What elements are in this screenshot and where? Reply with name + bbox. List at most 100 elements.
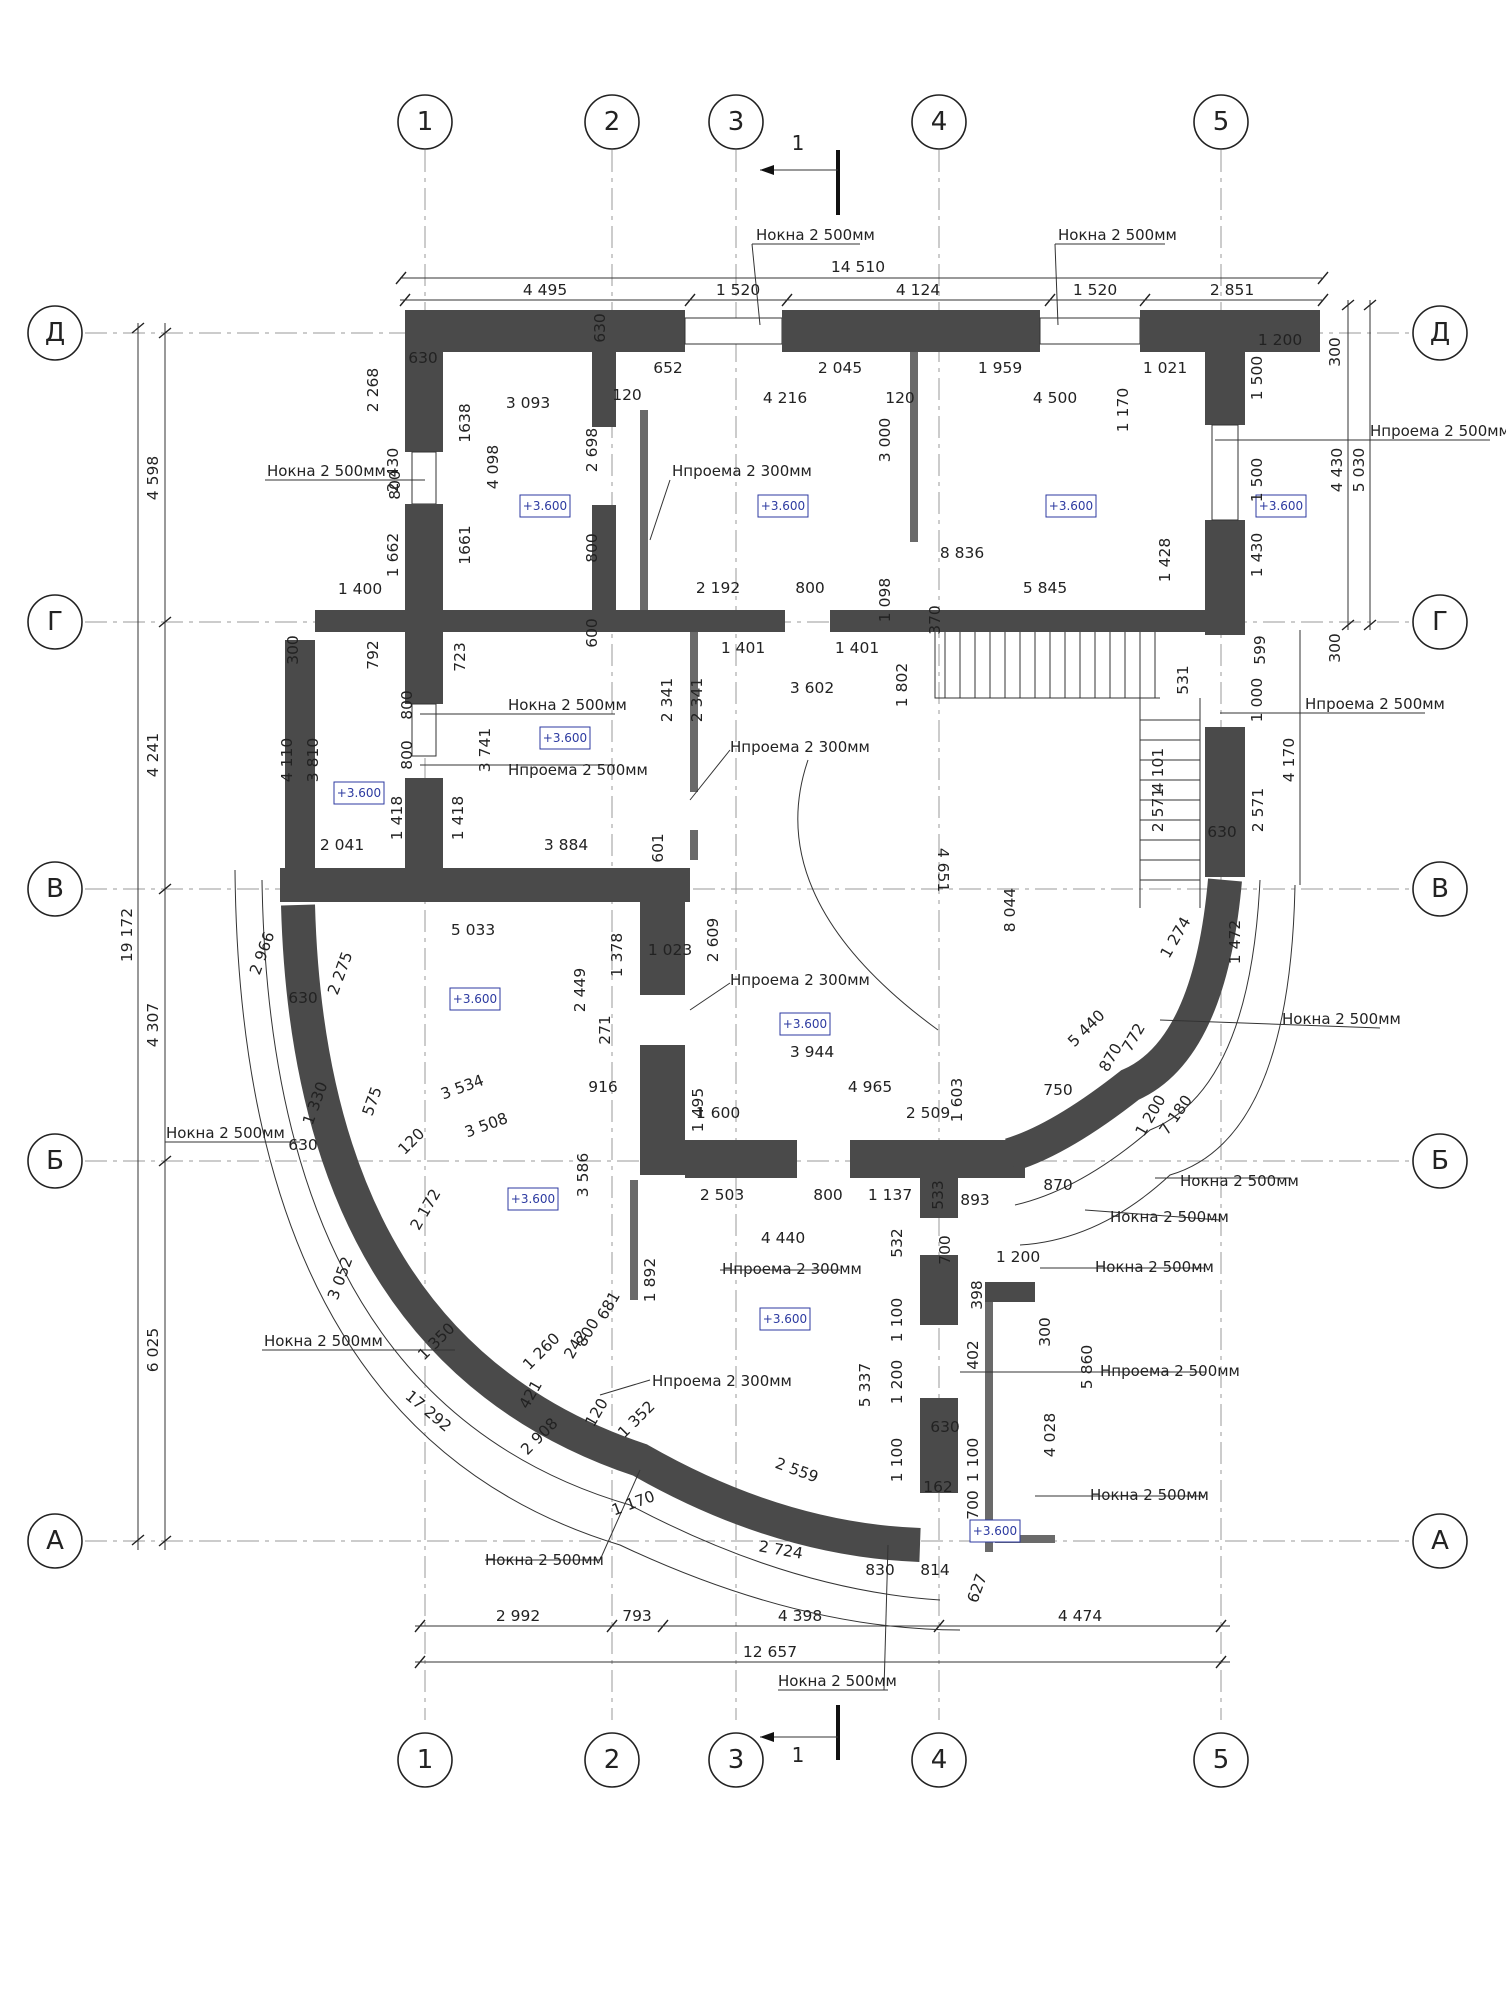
interior-dimension-label: 271: [596, 1015, 614, 1045]
opening-note-room-g: Нпроема 2 500мм: [420, 761, 648, 779]
svg-text:Нпроема 2 500мм: Нпроема 2 500мм: [1100, 1362, 1240, 1380]
interior-dimension-label: 531: [1174, 665, 1192, 695]
interior-dimension-label: 5 860: [1078, 1345, 1096, 1389]
axis-column-bottom-5: 5: [1193, 1732, 1249, 1788]
svg-text:Нокна 2 500мм: Нокна 2 500мм: [166, 1124, 285, 1142]
interior-dimension-label: 3 000: [876, 418, 894, 462]
svg-text:Нпроема 2 300мм: Нпроема 2 300мм: [730, 738, 870, 756]
level-mark-1: +3.600: [519, 494, 571, 518]
interior-dimension-label: 1 021: [1143, 359, 1187, 377]
level-mark-11: +3.600: [969, 1519, 1021, 1543]
svg-text:2: 2: [604, 107, 621, 137]
window-note-left-lower: Нокна 2 500мм: [262, 1332, 455, 1351]
svg-text:Нпроема 2 300мм: Нпроема 2 300мм: [672, 462, 812, 480]
axis-row-right-G: Г: [1412, 594, 1468, 650]
axis-column-bottom-3: 3: [708, 1732, 764, 1788]
interior-dimension-label: 1 200: [996, 1248, 1040, 1266]
svg-text:В: В: [1431, 874, 1449, 904]
interior-dimension-label: 1 023: [648, 941, 692, 959]
interior-dimension-label: 700: [964, 1490, 982, 1520]
level-mark-4: +3.600: [1255, 494, 1307, 518]
interior-dimension-label: 1 000: [1248, 678, 1266, 722]
axis-column-top-2: 2: [584, 94, 640, 150]
interior-dimension-label: 1 428: [1156, 538, 1174, 582]
axis-row-right-D: Д: [1412, 305, 1468, 361]
interior-dimension-label: 599: [1251, 635, 1269, 665]
svg-text:4 495: 4 495: [523, 281, 567, 299]
interior-dimension-label: 1 600: [696, 1104, 740, 1122]
opening-note-lower: Нпроема 2 300мм: [599, 1372, 792, 1396]
interior-dimension-label: 3 586: [574, 1153, 592, 1197]
svg-text:4 430: 4 430: [1328, 448, 1346, 492]
interior-dimension-label: 1 802: [893, 663, 911, 707]
svg-text:4 398: 4 398: [778, 1607, 822, 1625]
interior-dimension-label: 3 602: [790, 679, 834, 697]
level-mark-3: +3.600: [1045, 494, 1097, 518]
svg-text:3: 3: [728, 107, 745, 137]
interior-dimension-label: 630: [591, 313, 609, 343]
interior-dimension-label: 1 170: [609, 1487, 657, 1519]
interior-dimension-label: 2 559: [773, 1454, 821, 1486]
interior-dimension-label: 600: [583, 618, 601, 648]
window-note-left-b: Нокна 2 500мм: [165, 1124, 300, 1143]
svg-text:Нокна 2 500мм: Нокна 2 500мм: [778, 1672, 897, 1690]
curve-total-dimension: 17 292: [402, 1387, 455, 1436]
opening-note-right-upper: Нпроема 2 500мм: [1215, 422, 1506, 441]
interior-dimension-label: 1 137: [868, 1186, 912, 1204]
opening-note-bath: Нпроема 2 500мм: [960, 1362, 1240, 1380]
interior-dimension-label: 1 352: [614, 1397, 658, 1441]
svg-text:+3.600: +3.600: [763, 1312, 807, 1326]
walls: [280, 310, 1320, 1552]
interior-dimension-label: 601: [649, 833, 667, 863]
svg-text:+3.600: +3.600: [783, 1017, 827, 1031]
interior-dimension-label: 2 449: [571, 968, 589, 1012]
svg-text:+3.600: +3.600: [337, 786, 381, 800]
section-mark-bottom: 1: [760, 1705, 840, 1767]
interior-dimension-label: 398: [968, 1280, 986, 1310]
interior-dimension-label: 800: [398, 690, 416, 720]
svg-text:+3.600: +3.600: [523, 499, 567, 513]
interior-dimension-label: 1 100: [888, 1438, 906, 1482]
svg-text:Г: Г: [47, 607, 63, 637]
axis-row-right-V: В: [1412, 861, 1468, 917]
svg-text:Б: Б: [1431, 1146, 1449, 1176]
svg-text:В: В: [46, 874, 64, 904]
interior-dimension-label: 4 965: [848, 1078, 892, 1096]
dimension-top-total: 14 510: [395, 258, 1329, 285]
svg-text:3: 3: [728, 1745, 745, 1775]
interior-dimension-label: 2 503: [700, 1186, 744, 1204]
interior-dimension-label: 300: [1036, 1317, 1054, 1347]
svg-text:Нпроема 2 500мм: Нпроема 2 500мм: [1370, 422, 1506, 440]
interior-dimension-label: 5 337: [856, 1363, 874, 1407]
svg-text:+3.600: +3.600: [761, 499, 805, 513]
interior-dimension-label: 630: [930, 1418, 960, 1436]
interior-dimension-label: 5 440: [1064, 1006, 1108, 1050]
level-mark-10: +3.600: [759, 1307, 811, 1331]
svg-text:Нокна 2 500мм: Нокна 2 500мм: [1282, 1010, 1401, 1028]
interior-dimension-label: 723: [451, 642, 469, 672]
svg-text:1 520: 1 520: [716, 281, 760, 299]
dimension-top-chain: 4 495 1 520 4 124 1 520 2 851: [399, 281, 1329, 307]
svg-text:2 992: 2 992: [496, 1607, 540, 1625]
interior-dimension-label: 1 401: [721, 639, 765, 657]
opening-note-room1: Нпроема 2 300мм: [649, 462, 812, 541]
svg-text:Нокна 2 500мм: Нокна 2 500мм: [485, 1551, 604, 1569]
svg-text:+3.600: +3.600: [543, 731, 587, 745]
section-mark-top: 1: [760, 131, 840, 215]
interior-dimension-label: 1 100: [888, 1298, 906, 1342]
interior-dimension-label: 1 274: [1157, 914, 1195, 961]
interior-dimension-label: 630: [288, 989, 318, 1007]
window-note-room-g: Нокна 2 500мм: [420, 696, 627, 715]
svg-text:4 124: 4 124: [896, 281, 940, 299]
dimension-left-total: 19 172: [118, 322, 145, 1550]
interior-dimension-label: 120: [395, 1125, 429, 1159]
interior-dimension-label: 2 045: [818, 359, 862, 377]
dimension-bottom-chain: 2 992 793 4 398 4 474: [414, 1607, 1230, 1633]
interior-dimension-label: 402: [964, 1340, 982, 1370]
interior-dimension-label: 4 651: [934, 848, 952, 892]
interior-dimension-label: 1 430: [1248, 533, 1266, 577]
interior-dimension-label: 2 571: [1249, 788, 1267, 832]
interior-dimension-label: 1 200: [888, 1360, 906, 1404]
axis-row-left-V: В: [27, 861, 83, 917]
interior-dimension-label: 800: [813, 1186, 843, 1204]
